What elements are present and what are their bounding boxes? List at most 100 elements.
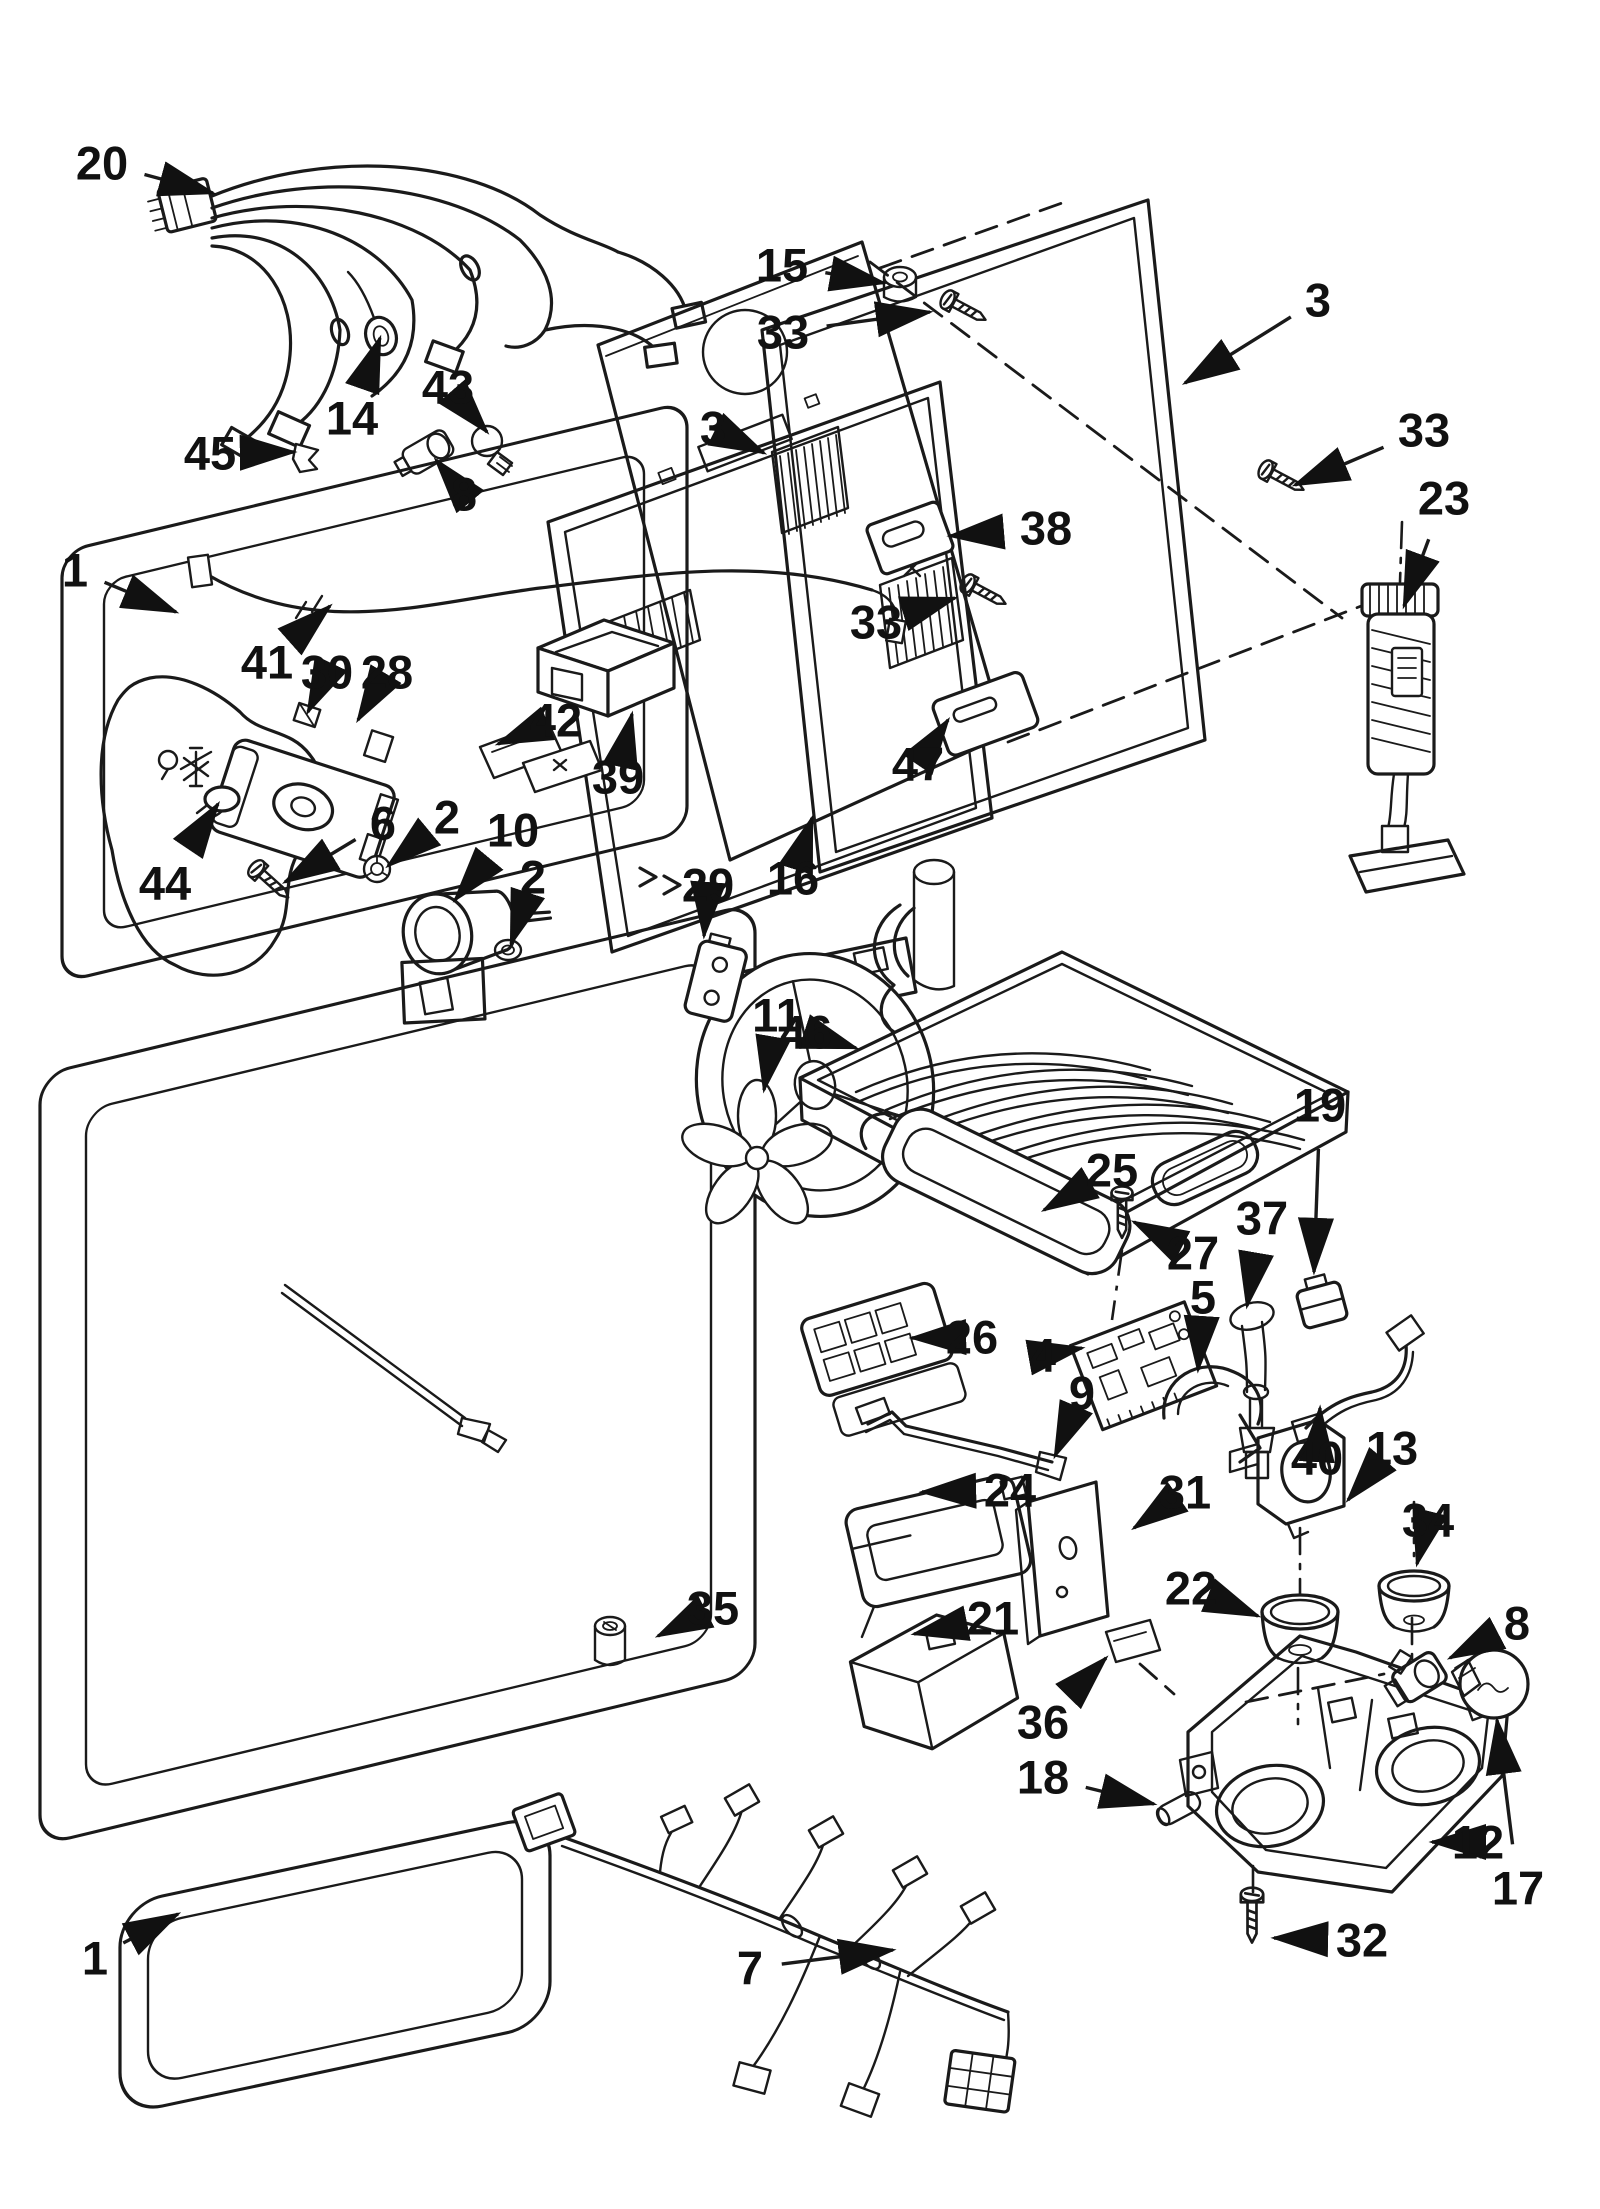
callout-number-33: 33 (757, 306, 809, 359)
callout-15: 15 (756, 239, 888, 292)
callout-arrow-30 (306, 655, 348, 716)
callout-39: 39 (592, 710, 644, 804)
wire-41-art (186, 553, 907, 645)
callout-number-38: 38 (1020, 502, 1072, 555)
callout-44: 44 (139, 801, 221, 910)
callout-number-33: 33 (1398, 404, 1450, 457)
callout-arrow-10 (452, 846, 504, 903)
callout-number-13: 13 (1366, 1422, 1418, 1475)
callout-number-2: 2 (520, 851, 546, 904)
callout-arrow-22 (1201, 1578, 1262, 1618)
callout-45: 45 (184, 427, 298, 480)
callout-9: 9 (1053, 1367, 1095, 1460)
callout-number-25: 25 (1086, 1144, 1138, 1197)
callout-46: 46 (780, 1006, 860, 1059)
grommet-35-art (593, 1615, 627, 1667)
baffle-31-art (1014, 1480, 1110, 1646)
callout-number-3: 3 (700, 402, 726, 455)
cover-47-art (931, 670, 1040, 757)
callout-5: 5 (1183, 1271, 1220, 1374)
duct-39-art (536, 618, 676, 718)
callout-26: 26 (908, 1311, 998, 1364)
callout-arrow-26 (908, 1319, 967, 1356)
callout-29: 29 (682, 859, 734, 940)
callout-arrow-5 (1183, 1314, 1220, 1374)
callout-arrow-33 (897, 596, 959, 632)
callout-arrow-7 (781, 1938, 897, 1975)
callout-number-3: 3 (1305, 274, 1331, 327)
clip-19-art (1295, 1273, 1349, 1330)
callout-arrow-33 (826, 301, 934, 338)
callout-number-33: 33 (850, 596, 902, 649)
callout-number-23: 23 (1418, 472, 1470, 525)
square-30-art (292, 701, 322, 729)
callout-arrow-11 (755, 1033, 792, 1094)
callout-number-4: 4 (1030, 1329, 1056, 1382)
grille-26-art (800, 1281, 967, 1437)
callout-number-15: 15 (756, 239, 808, 292)
callout-number-44: 44 (139, 857, 191, 910)
callout-8: 8 (433, 457, 485, 521)
callout-number-39: 39 (592, 751, 644, 804)
callout-arrow-18 (1085, 1773, 1158, 1809)
callout-arrow-3 (707, 412, 768, 455)
callout-number-19: 19 (1294, 1079, 1346, 1132)
callout-arrow-28 (356, 664, 402, 724)
callout-number-32: 32 (1336, 1914, 1388, 1967)
callout-number-35: 35 (687, 1582, 739, 1635)
callout-2: 2 (509, 851, 546, 948)
motor-10-art (400, 889, 553, 1025)
thermostat-23-art (1348, 520, 1466, 894)
callout-number-8: 8 (451, 468, 477, 521)
callout-number-2: 2 (434, 791, 460, 844)
callout-arrow-47 (902, 717, 951, 775)
callout-number-11: 11 (752, 989, 802, 1042)
callout-arrow-37 (1238, 1249, 1274, 1310)
callout-arrow-32 (1270, 1921, 1329, 1958)
callout-35: 35 (654, 1582, 739, 1638)
callout-37: 37 (1236, 1192, 1288, 1310)
callout-number-17: 17 (1492, 1862, 1544, 1915)
socket-8b-art (1383, 1649, 1448, 1708)
callout-arrow-19 (1297, 1148, 1334, 1276)
callout-13: 13 (1345, 1422, 1418, 1503)
callout-number-43: 43 (422, 361, 474, 414)
callout-arrow-46 (798, 1014, 860, 1050)
callout-number-18: 18 (1017, 1751, 1069, 1804)
callout-number-9: 9 (1069, 1367, 1095, 1420)
callout-arrow-14 (345, 334, 382, 396)
callout-41: 41 (241, 603, 333, 689)
callout-number-16: 16 (767, 852, 819, 905)
callout-arrow-24 (918, 1472, 977, 1509)
callout-arrow-39 (602, 710, 638, 771)
callout-arrow-17 (1485, 1716, 1522, 1845)
tag-36-art (1104, 1618, 1176, 1696)
callout-number-24: 24 (984, 1464, 1036, 1517)
callout-number-5: 5 (1190, 1271, 1216, 1324)
callout-arrow-4 (1025, 1339, 1086, 1376)
callout-arrow-23 (1402, 538, 1440, 610)
callout-38: 38 (946, 502, 1072, 555)
callout-20: 20 (76, 137, 217, 197)
bulb-43-art (470, 424, 514, 477)
callout-7: 7 (737, 1938, 897, 1995)
callout-number-42: 42 (530, 694, 582, 747)
callout-arrow-1 (103, 574, 180, 614)
callout-arrow-16 (778, 814, 814, 876)
callout-number-41: 41 (241, 636, 293, 689)
callout-36: 36 (1017, 1655, 1109, 1749)
callout-arrow-2 (509, 886, 546, 948)
callout-17: 17 (1485, 1716, 1544, 1915)
callout-21: 21 (910, 1592, 1019, 1645)
callout-arrow-15 (825, 255, 888, 292)
cup-22-art (1260, 1593, 1340, 1665)
callout-32: 32 (1270, 1914, 1388, 1967)
callout-31: 31 (1131, 1466, 1211, 1531)
cup-34-art (1377, 1569, 1451, 1633)
callout-arrow-41 (277, 603, 333, 656)
callout-3: 3 (1181, 274, 1331, 385)
callout-42: 42 (494, 694, 582, 747)
callout-number-8: 8 (1504, 1597, 1530, 1650)
